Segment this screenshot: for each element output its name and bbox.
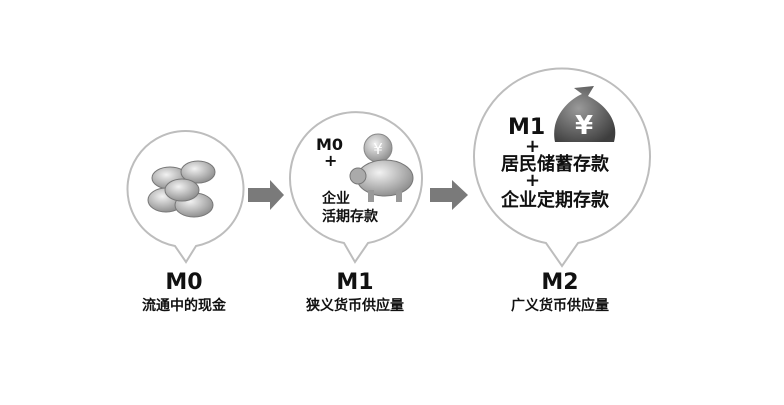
money-bag-icon: ¥ (554, 86, 616, 142)
stage-subtitle-m2: 广义货币供应量 (511, 297, 609, 314)
bubble-m1: ¥ M0 + 企业 活期存款 (289, 111, 423, 264)
bubble-m2-line2: 企业定期存款 (500, 189, 610, 211)
bubble-m1-line2: 活期存款 (322, 208, 379, 225)
plus-sign: + (525, 136, 540, 157)
coins-icon (147, 160, 216, 218)
bubble-m2-base: M1 (508, 115, 545, 140)
arrow-right-icon (430, 180, 468, 210)
stage-code-m2: M2 (541, 270, 578, 295)
stage-subtitle-m1: 狭义货币供应量 (305, 297, 404, 314)
svg-text:¥: ¥ (373, 140, 383, 158)
bubble-m1-base: M0 (316, 135, 343, 154)
plus-sign: + (525, 170, 540, 191)
bubble-m2: ¥ M1 + 居民储蓄存款 + 企业定期存款 (473, 67, 651, 268)
stage-code-m1: M1 (336, 270, 373, 295)
svg-text:¥: ¥ (575, 111, 593, 141)
bubble-m2-line1: 居民储蓄存款 (501, 153, 610, 175)
plus-sign: + (324, 151, 337, 170)
bubble-m0 (126, 130, 245, 264)
piggy-bank-icon: ¥ (349, 133, 414, 202)
bubble-m1-line1: 企业 (321, 190, 350, 207)
stage-subtitle-m0: 流通中的现金 (142, 297, 227, 314)
arrow-right-icon (248, 180, 284, 210)
stage-code-m0: M0 (165, 270, 202, 295)
